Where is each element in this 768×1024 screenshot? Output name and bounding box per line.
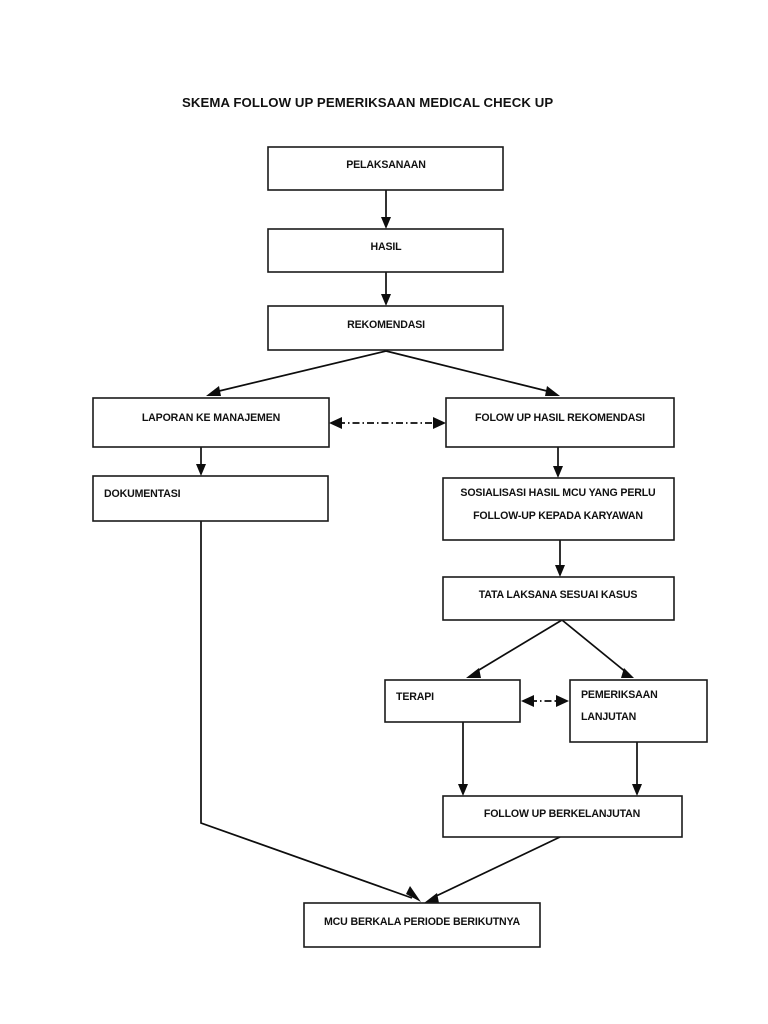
edge-tatalaksana-terapi [466, 619, 563, 678]
node-sosialisasi-hasil-mcu[interactable]: SOSIALISASI HASIL MCU YANG PERLU FOLLOW-… [442, 477, 675, 541]
node-sosialisasi-line2: FOLLOW-UP KEPADA KARYAWAN [473, 510, 643, 522]
edge-followupberkelanjutan-mcu [424, 836, 561, 903]
edge-pelaksanaan-hasil [381, 190, 391, 229]
node-hasil-label: HASIL [370, 241, 402, 253]
node-follow-up-berkelanjutan[interactable]: FOLLOW UP BERKELANJUTAN [442, 795, 683, 838]
node-pelaksanaan[interactable]: PELAKSANAAN [267, 146, 504, 191]
node-laporan-ke-manajemen-label: LAPORAN KE MANAJEMEN [142, 412, 280, 424]
edge-laporan-dokumentasi [196, 447, 206, 476]
node-rekomendasi[interactable]: REKOMENDASI [267, 305, 504, 351]
node-dokumentasi[interactable]: DOKUMENTASI [92, 475, 329, 522]
edge-folowup-sosialisasi [553, 447, 563, 478]
node-rekomendasi-label: REKOMENDASI [347, 319, 425, 331]
edge-pemeriksaan-followupberkelanjutan [632, 742, 642, 796]
edge-rekomendasi-laporan [206, 350, 387, 396]
edge-laporan-folowup-bidirectional [329, 417, 446, 429]
node-hasil[interactable]: HASIL [267, 228, 504, 273]
edge-hasil-rekomendasi [381, 272, 391, 306]
node-mcu-berkala[interactable]: MCU BERKALA PERIODE BERIKUTNYA [303, 902, 541, 948]
edge-dokumentasi-mcu [200, 521, 421, 902]
node-pemeriksaan-lanjutan-line1: PEMERIKSAAN [581, 689, 658, 701]
edge-tatalaksana-pemeriksaan [561, 619, 634, 678]
node-laporan-ke-manajemen[interactable]: LAPORAN KE MANAJEMEN [92, 397, 330, 448]
node-pemeriksaan-lanjutan-line2: LANJUTAN [581, 711, 636, 723]
edge-terapi-pemeriksaan-bidirectional [521, 695, 569, 707]
edge-sosialisasi-tatalaksana [555, 540, 565, 577]
edge-rekomendasi-folowup [385, 350, 560, 396]
node-pemeriksaan-lanjutan[interactable]: PEMERIKSAAN LANJUTAN [569, 679, 708, 743]
page-title: SKEMA FOLLOW UP PEMERIKSAAN MEDICAL CHEC… [182, 95, 553, 110]
node-mcu-berkala-label: MCU BERKALA PERIODE BERIKUTNYA [324, 916, 521, 928]
node-dokumentasi-label: DOKUMENTASI [104, 488, 181, 500]
node-follow-up-berkelanjutan-label: FOLLOW UP BERKELANJUTAN [484, 808, 640, 820]
node-tata-laksana-sesuai-kasus[interactable]: TATA LAKSANA SESUAI KASUS [442, 576, 675, 621]
node-folow-up-hasil-rekomendasi[interactable]: FOLOW UP HASIL REKOMENDASI [445, 397, 675, 448]
node-layer: PELAKSANAAN HASIL REKOMENDASI LAPORAN KE… [92, 146, 708, 948]
node-terapi[interactable]: TERAPI [384, 679, 521, 723]
node-tata-laksana-label: TATA LAKSANA SESUAI KASUS [479, 589, 638, 601]
edge-terapi-followupberkelanjutan [458, 722, 468, 796]
node-pelaksanaan-label: PELAKSANAAN [346, 159, 426, 171]
edge-layer [196, 190, 642, 903]
node-folow-up-hasil-rekomendasi-label: FOLOW UP HASIL REKOMENDASI [475, 412, 645, 424]
node-terapi-label: TERAPI [396, 691, 434, 703]
node-sosialisasi-line1: SOSIALISASI HASIL MCU YANG PERLU [460, 487, 655, 499]
